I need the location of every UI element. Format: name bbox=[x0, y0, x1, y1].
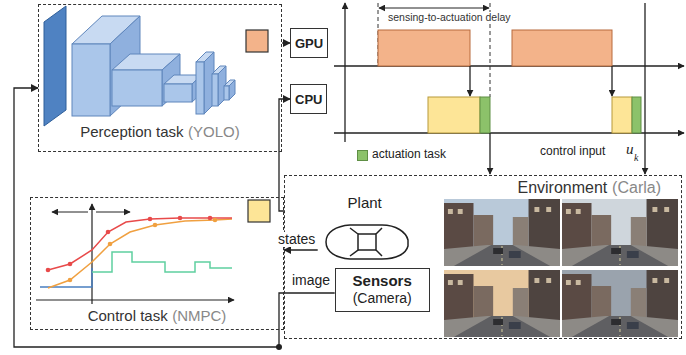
environment-region: Environment (Carla) PlantSensors(Camera) bbox=[284, 175, 682, 339]
caption: Environment (Carla) bbox=[517, 178, 661, 197]
symbol-label: u bbox=[626, 141, 634, 158]
delay-label: sensing-to-actuation delay bbox=[386, 12, 513, 24]
task-name: Environment bbox=[517, 179, 607, 196]
task-name: Control task bbox=[88, 307, 168, 324]
tool-name: (YOLO) bbox=[188, 123, 240, 140]
edge-label: states bbox=[277, 232, 316, 247]
processor-box: CPU bbox=[290, 84, 327, 114]
legend-text: actuation task bbox=[372, 148, 446, 161]
connector bbox=[282, 42, 290, 43]
plant-node: Plant bbox=[318, 194, 412, 264]
caption: Perception task (YOLO) bbox=[39, 122, 281, 141]
processor-box: GPU bbox=[290, 28, 328, 58]
tool-name: (NMPC) bbox=[172, 307, 226, 324]
caption: Control task(NMPC) bbox=[31, 306, 283, 325]
edge-label: image bbox=[291, 273, 331, 288]
box-label: GPU bbox=[295, 36, 323, 51]
legend-swatch bbox=[357, 150, 368, 161]
connector bbox=[284, 249, 318, 250]
tool-name: (Carla) bbox=[612, 179, 661, 196]
sensor-box: Sensors(Camera) bbox=[335, 268, 430, 312]
plant-label: Plant bbox=[318, 194, 412, 212]
connector bbox=[14, 88, 335, 347]
box-subtitle: (Camera) bbox=[353, 290, 412, 308]
task-region: Perception task (YOLO) bbox=[38, 4, 282, 152]
task-name: Perception task bbox=[80, 123, 183, 140]
box-label: CPU bbox=[295, 92, 322, 107]
signal-label: control input bbox=[540, 145, 605, 158]
subscript-label: k bbox=[634, 152, 638, 163]
task-region: Control task(NMPC) bbox=[30, 197, 284, 330]
box-title: Sensors bbox=[353, 272, 412, 291]
